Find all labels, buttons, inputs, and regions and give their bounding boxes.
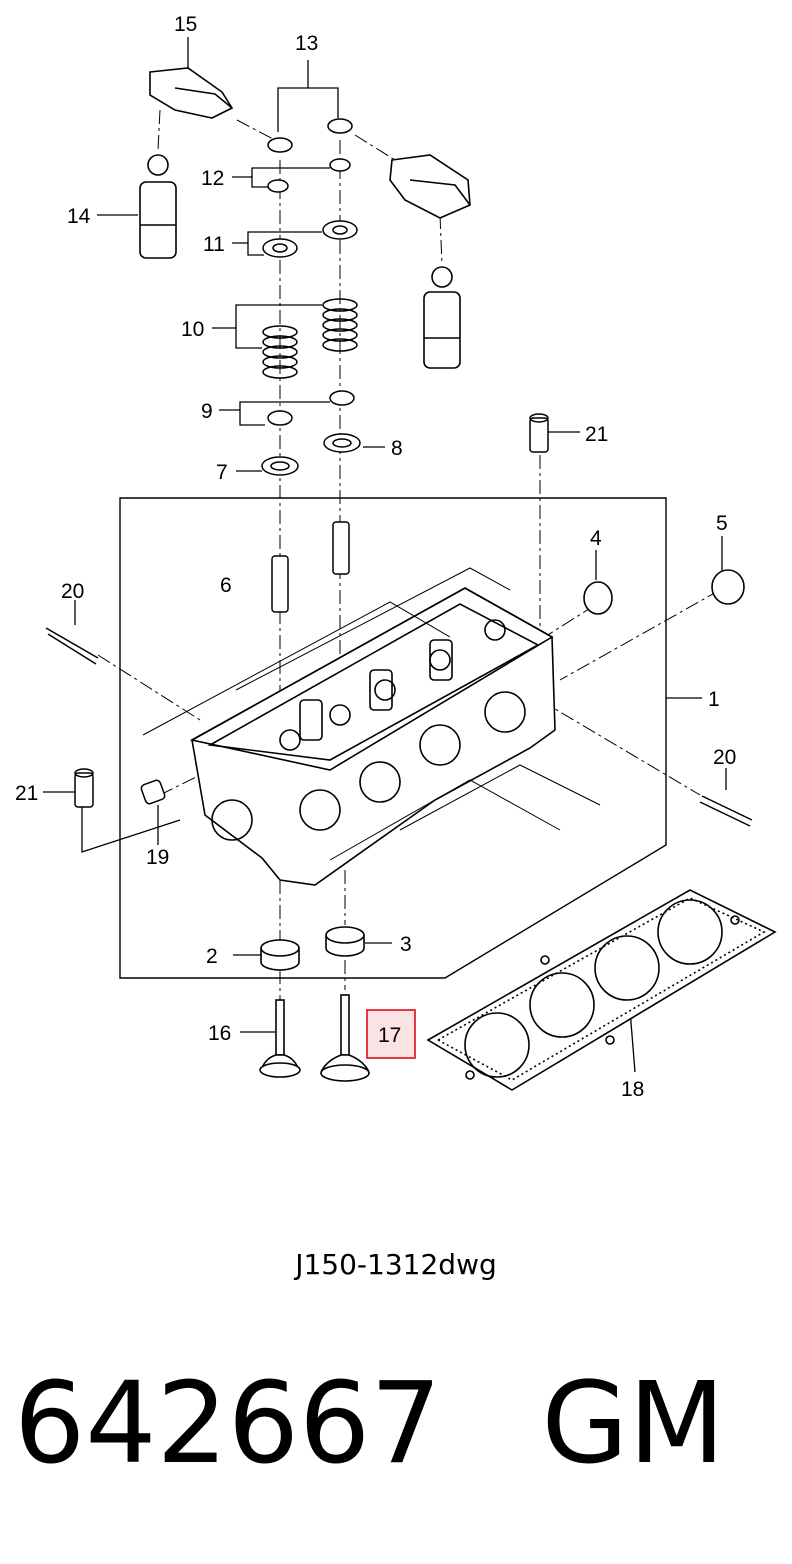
brand-name: GM <box>541 1359 725 1489</box>
exhaust-valve <box>320 994 370 1082</box>
callout-20-left: 20 <box>61 580 84 603</box>
callout-16: 16 <box>208 1022 231 1045</box>
studs <box>45 627 753 827</box>
callout-4: 4 <box>590 527 602 550</box>
valve-seats <box>260 926 365 971</box>
part-number: 642667 <box>14 1359 442 1489</box>
spring-retainers <box>262 220 358 258</box>
callout-21-top: 21 <box>585 423 608 446</box>
expansion-plugs <box>583 569 745 615</box>
highlight-box <box>366 1009 416 1059</box>
head-grid-lines <box>142 567 601 861</box>
guide-lines <box>97 109 721 1000</box>
drawing-caption: J150-1312dwg <box>295 1248 497 1281</box>
dowel-pin-top <box>529 413 549 453</box>
valve-guides <box>271 521 350 613</box>
exploded-parts-diagram: 1 2 3 4 5 6 7 8 9 10 11 12 13 14 15 16 1… <box>15 13 777 1101</box>
rocker-arm-right <box>389 154 471 219</box>
rocker-arm-left <box>149 67 234 119</box>
callout-7: 7 <box>216 461 228 484</box>
callout-19: 19 <box>146 846 169 869</box>
callout-1: 1 <box>708 688 720 711</box>
callout-21-left: 21 <box>15 782 38 805</box>
callout-10: 10 <box>181 318 204 341</box>
dowel-pin-left <box>74 768 94 808</box>
callout-8: 8 <box>391 437 403 460</box>
intake-valve <box>259 999 301 1078</box>
callout-lines <box>43 37 727 1073</box>
lifter-left <box>139 154 177 259</box>
callout-11: 11 <box>203 233 225 256</box>
callout-12: 12 <box>201 167 224 190</box>
callout-18: 18 <box>621 1078 644 1101</box>
valve-springs <box>262 298 358 379</box>
callout-5: 5 <box>716 512 728 535</box>
callout-20-right: 20 <box>713 746 736 769</box>
head-gasket <box>426 889 777 1091</box>
callout-14: 14 <box>67 205 91 228</box>
callout-labels: 1 2 3 4 5 6 7 8 9 10 11 12 13 14 15 16 1… <box>15 13 736 1101</box>
callout-3: 3 <box>400 933 412 956</box>
callout-6: 6 <box>220 574 232 597</box>
callout-2: 2 <box>206 945 218 968</box>
callout-13: 13 <box>295 32 318 55</box>
lifter-right <box>423 266 461 369</box>
valve-keepers <box>267 118 353 193</box>
valve-stem-seals <box>261 390 361 476</box>
cylinder-head <box>189 587 556 886</box>
callout-17: 17 <box>378 1024 401 1047</box>
callout-15: 15 <box>174 13 197 36</box>
assembly-frame <box>119 497 667 979</box>
callout-9: 9 <box>201 400 213 423</box>
